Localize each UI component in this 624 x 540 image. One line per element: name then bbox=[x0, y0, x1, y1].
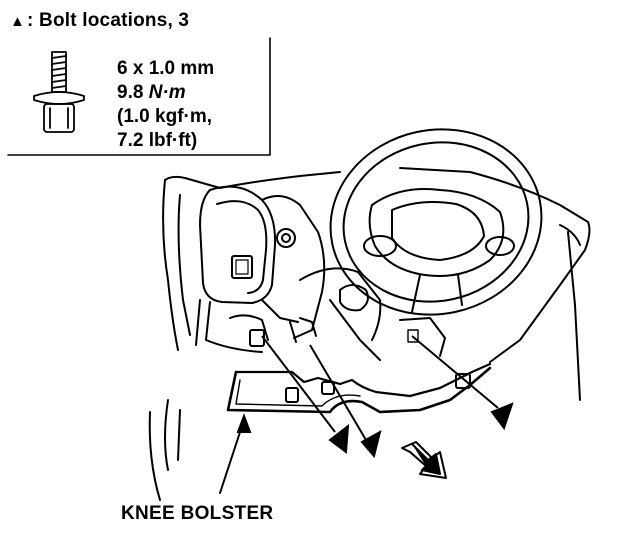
bolt-icon bbox=[33, 51, 85, 133]
knee-bolster-panel bbox=[226, 366, 492, 414]
steering-column-cover bbox=[261, 195, 326, 339]
bolt-leader-1 bbox=[261, 335, 336, 433]
bolt-leader-3 bbox=[411, 335, 499, 409]
bolt-triangle-1 bbox=[328, 423, 350, 454]
bolt-torque-text: 9.8 N·m bbox=[117, 82, 186, 103]
legend-title: ▲: Bolt locations, 3 bbox=[10, 10, 189, 32]
bolt-leader-2 bbox=[309, 344, 367, 441]
steering-wheel bbox=[329, 128, 543, 316]
bolt-size-text: 6 x 1.0 mm bbox=[117, 58, 215, 79]
bolt-triangle-3 bbox=[490, 402, 514, 431]
spec-box-border bbox=[7, 37, 271, 156]
switch bbox=[231, 255, 253, 279]
legend-text: : Bolt locations, 3 bbox=[27, 10, 190, 31]
bolt-lbfft-text: 7.2 lbf·ft) bbox=[117, 130, 198, 151]
removal-arrow bbox=[401, 441, 447, 479]
bolt-kgfm-text: (1.0 kgf·m, bbox=[117, 106, 213, 127]
knee-bolster-label: KNEE BOLSTER bbox=[121, 503, 274, 524]
bolt-triangle-2 bbox=[360, 430, 382, 459]
triangle-marker-icon: ▲ bbox=[10, 13, 26, 30]
instrument-pod bbox=[199, 185, 277, 304]
knee-bolster-pointer-arrow bbox=[236, 413, 252, 433]
